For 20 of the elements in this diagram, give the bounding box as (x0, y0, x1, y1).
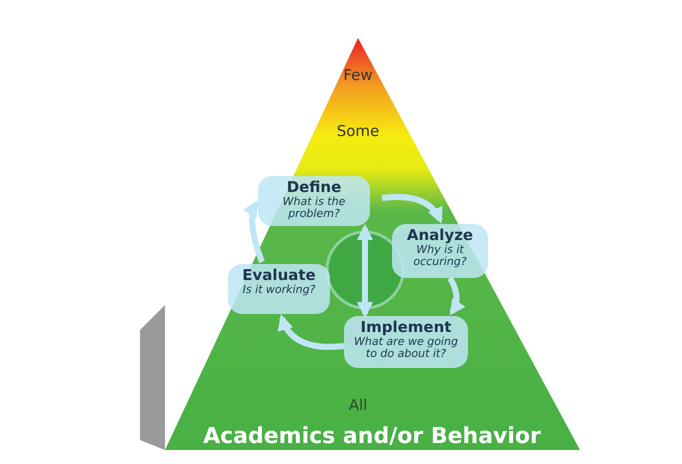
cycle-step-box (258, 176, 370, 226)
cycle-arrow (243, 200, 265, 264)
step-question: Is it working? (242, 284, 316, 296)
double-arrow (357, 224, 373, 318)
step-title: Analyze (406, 227, 474, 244)
step-title: Define (286, 179, 342, 196)
tier-label: All (348, 396, 368, 414)
cycle-arrow (278, 314, 344, 350)
step-title: Evaluate (241, 267, 317, 284)
cycle-step-box (344, 316, 468, 368)
cycle-step-box (228, 264, 330, 314)
base-caption: Academics and/or Behavior (203, 424, 541, 449)
step-question: What is the problem? (282, 196, 346, 220)
step-title: Implement (360, 319, 452, 336)
tier-label: Few (343, 66, 373, 84)
cycle-arrow (382, 194, 443, 224)
cycle-step-box (392, 224, 488, 278)
step-question: What are we going to do about it? (353, 336, 459, 360)
step-question: Why is it occuring? (413, 244, 467, 268)
tier-label: Some (336, 122, 380, 140)
